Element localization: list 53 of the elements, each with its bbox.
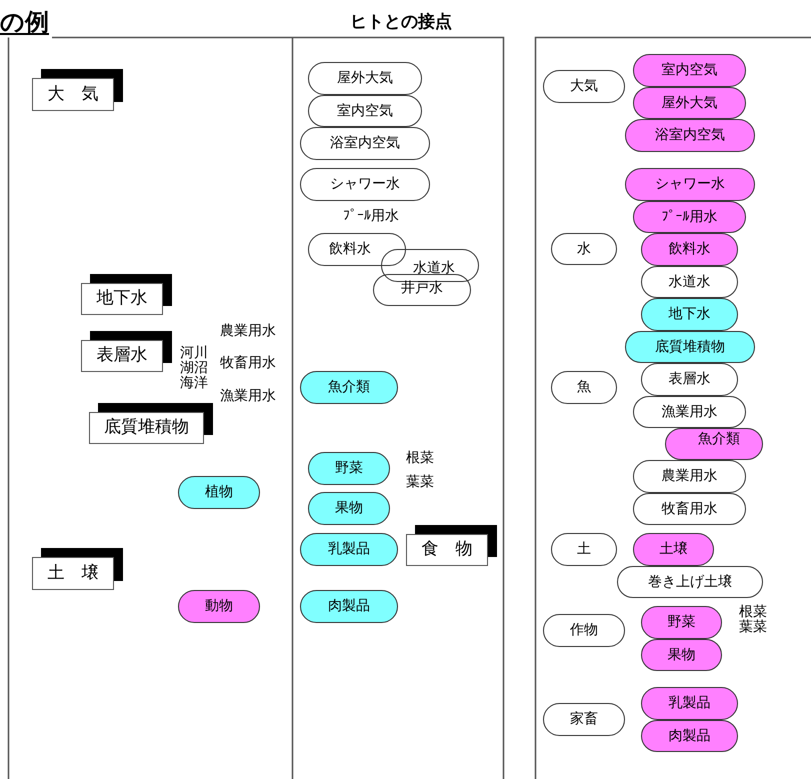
rounded-label: 牧畜用水 xyxy=(633,493,746,525)
rounded-label: 乳製品 xyxy=(641,687,738,720)
rounded-label: 土 xyxy=(551,533,617,566)
rounded-label: 水道水 xyxy=(641,266,738,298)
rounded-label: 野菜 xyxy=(641,606,722,639)
rounded-label: 土壌 xyxy=(633,533,714,566)
rounded-label: 作物 xyxy=(543,614,625,647)
column-heading: ヒトとの接点 xyxy=(350,11,452,34)
rounded-label: 魚介類 xyxy=(665,428,763,460)
rounded-label: 植物 xyxy=(178,476,260,509)
rounded-label: 浴室内空気 xyxy=(300,127,430,160)
beside-text: 根菜 xyxy=(739,605,767,620)
rounded-label: 屋外大気 xyxy=(308,62,422,95)
beside-text: 河川 xyxy=(180,346,208,361)
rounded-label: シャワー水 xyxy=(300,168,430,201)
rounded-label: 井戸水 xyxy=(373,274,471,306)
beside-text: 海洋 xyxy=(180,376,208,391)
rounded-label: 巻き上げ土壌 xyxy=(617,566,763,598)
text-label: ﾌﾟｰﾙ用水 xyxy=(343,207,399,226)
rounded-label: 漁業用水 xyxy=(633,396,746,428)
rounded-label: 野菜 xyxy=(308,452,390,485)
text-label: 漁業用水 xyxy=(220,387,276,406)
rounded-label: 地下水 xyxy=(641,298,738,331)
rounded-label: 屋外大気 xyxy=(633,87,746,119)
rounded-label: シャワー水 xyxy=(625,168,755,201)
rounded-label: 水道水 xyxy=(381,249,479,282)
rounded-label: 底質堆積物 xyxy=(625,331,755,363)
rounded-label: 肉製品 xyxy=(641,720,738,752)
rounded-label: 室内空気 xyxy=(633,54,746,87)
rounded-label: 飲料水 xyxy=(641,233,738,266)
rounded-label: 浴室内空気 xyxy=(625,119,755,152)
rounded-label: 水 xyxy=(551,233,617,265)
rounded-label: 肉製品 xyxy=(300,590,398,623)
rounded-label: 室内空気 xyxy=(308,95,422,127)
rounded-label: 動物 xyxy=(178,590,260,623)
beside-text: 根菜 xyxy=(406,451,434,466)
text-label: 農業用水 xyxy=(220,322,276,341)
beside-text: 葉菜 xyxy=(406,475,434,490)
beside-text: 湖沼 xyxy=(180,361,208,376)
beside-text: 葉菜 xyxy=(739,620,767,635)
rounded-label: 果物 xyxy=(308,492,390,525)
rounded-label: 飲料水 xyxy=(308,233,406,266)
rounded-label: 果物 xyxy=(641,639,722,671)
rounded-label: 農業用水 xyxy=(633,460,746,493)
rounded-label: 魚 xyxy=(551,371,617,404)
rounded-label: 乳製品 xyxy=(300,533,398,566)
rounded-label: 表層水 xyxy=(641,363,738,396)
rounded-label: ﾌﾟｰﾙ用水 xyxy=(633,201,746,233)
text-label: 牧畜用水 xyxy=(220,354,276,373)
rounded-label: 魚介類 xyxy=(300,371,398,404)
rounded-label: 大気 xyxy=(543,70,625,103)
rounded-label: 家畜 xyxy=(543,703,625,736)
column-heading: の例 xyxy=(0,7,49,38)
